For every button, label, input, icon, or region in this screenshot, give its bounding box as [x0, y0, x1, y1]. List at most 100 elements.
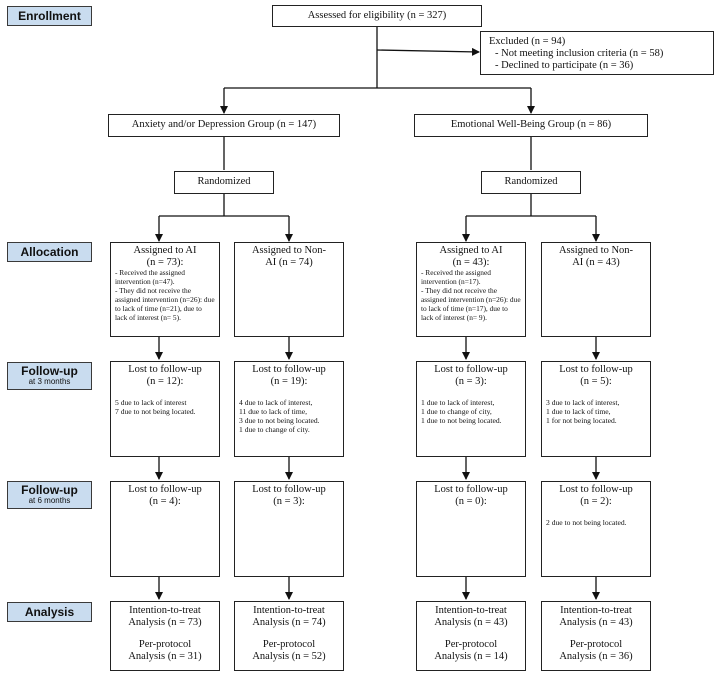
- stage-label-text: Follow-up: [21, 364, 78, 378]
- box-title: Lost to follow-up: [434, 364, 508, 375]
- stage-label-text: Analysis: [24, 605, 75, 619]
- stage-label-allocation: Allocation: [7, 242, 92, 262]
- box-detail: - Received the assigned intervention (n=…: [115, 268, 215, 322]
- box-title: Assigned to AI: [439, 245, 503, 256]
- group-box-emotional-wellbeing: Emotional Well-Being Group (n = 86): [414, 114, 648, 137]
- box-title: Lost to follow-up: [128, 364, 202, 375]
- randomized-label: Randomized: [197, 176, 251, 187]
- box-detail: 2 due to not being located.: [546, 518, 627, 528]
- box-title: (n = 12):: [146, 376, 184, 388]
- box-title: Lost to follow-up: [559, 364, 633, 375]
- box-title: Lost to follow-up: [252, 364, 326, 375]
- box-title: AI (n = 43): [572, 257, 620, 269]
- box-title: (n = 3):: [273, 496, 305, 508]
- excluded-box: Excluded (n = 94) - Not meeting inclusio…: [480, 31, 714, 75]
- eligibility-box: Assessed for eligibility (n = 327): [272, 5, 482, 27]
- allocation-box-ai-right: Assigned to AI (n = 43): - Received the …: [416, 242, 526, 337]
- analysis-box-nonai-right: Intention-to-treat Analysis (n = 43) Per…: [541, 601, 651, 671]
- randomized-box-left: Randomized: [174, 171, 274, 194]
- stage-label-analysis: Analysis: [7, 602, 92, 622]
- stage-label-enrollment: Enrollment: [7, 6, 92, 26]
- group-box-anxiety-depression: Anxiety and/or Depression Group (n = 147…: [108, 114, 340, 137]
- followup6-box-ai-right: Lost to follow-up (n = 0):: [416, 481, 526, 577]
- analysis-box-ai-right: Intention-to-treat Analysis (n = 43) Per…: [416, 601, 526, 671]
- pp-count: Analysis (n = 52): [252, 651, 326, 663]
- itt-count: Analysis (n = 73): [128, 617, 202, 629]
- stage-label-text: Allocation: [20, 245, 79, 259]
- spacer: [421, 629, 521, 639]
- allocation-box-nonai-right: Assigned to Non- AI (n = 43): [541, 242, 651, 337]
- box-title: (n = 3):: [455, 376, 487, 388]
- followup3-box-nonai-left: Lost to follow-up (n = 19): 4 due to lac…: [234, 361, 344, 457]
- box-detail: 1 due to lack of interest, 1 due to chan…: [421, 398, 502, 426]
- pp-label: Per-protocol: [569, 639, 623, 651]
- itt-count: Analysis (n = 43): [559, 617, 633, 629]
- box-detail: - Received the assigned intervention (n=…: [421, 268, 521, 322]
- analysis-box-nonai-left: Intention-to-treat Analysis (n = 74) Per…: [234, 601, 344, 671]
- box-title: Assigned to Non-: [558, 245, 634, 256]
- followup3-box-nonai-right: Lost to follow-up (n = 5): 3 due to lack…: [541, 361, 651, 457]
- pp-count: Analysis (n = 36): [559, 651, 633, 663]
- box-detail: 5 due to lack of interest 7 due to not b…: [115, 398, 196, 417]
- allocation-box-nonai-left: Assigned to Non- AI (n = 74): [234, 242, 344, 337]
- box-title: Lost to follow-up: [252, 484, 326, 495]
- box-title: (n = 19):: [270, 376, 308, 388]
- stage-sublabel: at 6 months: [28, 496, 71, 506]
- box-title: Lost to follow-up: [128, 484, 202, 495]
- followup3-box-ai-right: Lost to follow-up (n = 3): 1 due to lack…: [416, 361, 526, 457]
- box-title: (n = 73):: [146, 257, 184, 269]
- box-title: (n = 5):: [580, 376, 612, 388]
- spacer: [546, 508, 646, 518]
- box-title: (n = 2):: [580, 496, 612, 508]
- spacer: [546, 629, 646, 639]
- excluded-reason: - Declined to participate (n = 36): [495, 60, 634, 72]
- stage-sublabel: at 3 months: [28, 377, 71, 387]
- pp-label: Per-protocol: [138, 639, 192, 651]
- followup6-box-nonai-right: Lost to follow-up (n = 2): 2 due to not …: [541, 481, 651, 577]
- eligibility-text: Assessed for eligibility (n = 327): [307, 10, 447, 21]
- stage-label-text: Follow-up: [21, 483, 78, 497]
- pp-count: Analysis (n = 14): [434, 651, 508, 663]
- group-label: Emotional Well-Being Group (n = 86): [450, 119, 612, 130]
- spacer: [421, 388, 521, 398]
- box-title: Lost to follow-up: [434, 484, 508, 495]
- itt-count: Analysis (n = 74): [252, 617, 326, 629]
- pp-count: Analysis (n = 31): [128, 651, 202, 663]
- group-label: Anxiety and/or Depression Group (n = 147…: [131, 119, 317, 130]
- itt-label: Intention-to-treat: [129, 605, 201, 616]
- box-title: Assigned to AI: [133, 245, 197, 256]
- box-title: Lost to follow-up: [559, 484, 633, 495]
- analysis-box-ai-left: Intention-to-treat Analysis (n = 73) Per…: [110, 601, 220, 671]
- excluded-title: Excluded (n = 94): [489, 36, 566, 47]
- box-title: (n = 4):: [149, 496, 181, 508]
- followup3-box-ai-left: Lost to follow-up (n = 12): 5 due to lac…: [110, 361, 220, 457]
- connector-arrow: [376, 47, 480, 56]
- randomized-label: Randomized: [504, 176, 558, 187]
- stage-label-followup-3: Follow-up at 3 months: [7, 362, 92, 390]
- box-title: (n = 43):: [452, 257, 490, 269]
- stage-label-text: Enrollment: [18, 9, 81, 23]
- itt-label: Intention-to-treat: [560, 605, 632, 616]
- spacer: [115, 388, 215, 398]
- allocation-box-ai-left: Assigned to AI (n = 73): - Received the …: [110, 242, 220, 337]
- stage-label-followup-6: Follow-up at 6 months: [7, 481, 92, 509]
- spacer: [239, 629, 339, 639]
- spacer: [239, 388, 339, 398]
- box-detail: 3 due to lack of interest, 1 due to lack…: [546, 398, 620, 426]
- box-title: Assigned to Non-: [251, 245, 327, 256]
- randomized-box-right: Randomized: [481, 171, 581, 194]
- spacer: [115, 629, 215, 639]
- pp-label: Per-protocol: [262, 639, 316, 651]
- box-detail: 4 due to lack of interest, 11 due to lac…: [239, 398, 320, 435]
- followup6-box-ai-left: Lost to follow-up (n = 4):: [110, 481, 220, 577]
- pp-label: Per-protocol: [444, 639, 498, 651]
- box-title: (n = 0):: [455, 496, 487, 508]
- followup6-box-nonai-left: Lost to follow-up (n = 3):: [234, 481, 344, 577]
- box-title: AI (n = 74): [265, 257, 313, 269]
- itt-count: Analysis (n = 43): [434, 617, 508, 629]
- excluded-reason: - Not meeting inclusion criteria (n = 58…: [495, 48, 664, 60]
- spacer: [546, 388, 646, 398]
- itt-label: Intention-to-treat: [253, 605, 325, 616]
